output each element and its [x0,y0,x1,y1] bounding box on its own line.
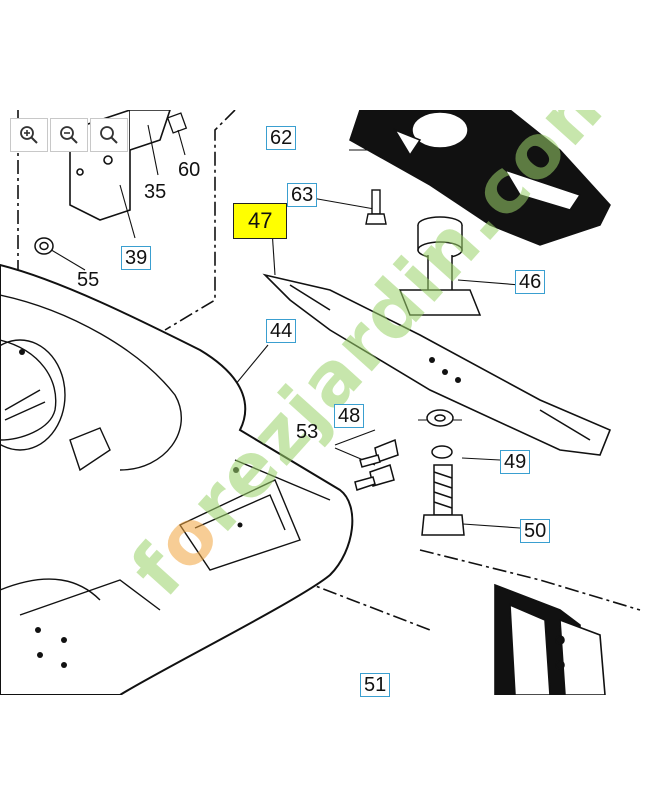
spring-washer-49 [431,445,453,459]
screws-53 [354,438,399,491]
dashed-frame-right [164,110,236,331]
blade-47 [262,273,612,456]
dashed-frame-bottom2 [419,549,641,611]
part-label-39: 39 [121,246,152,270]
part-label-49: 49 [500,450,531,474]
bolt-60 [166,112,188,134]
bolt-63 [365,189,387,225]
part-label-46: 46 [515,270,546,294]
part-51-plate [494,583,606,695]
deck-rim [0,339,57,441]
part-label-55: 55 [77,269,100,291]
zoom-reset-icon [100,126,118,144]
part-label-35: 35 [144,181,167,203]
part-label-48: 48 [334,404,365,428]
deck-chute [69,427,111,472]
part-label-51: 51 [360,673,391,697]
deck-outer [0,263,354,695]
part-label-63: 63 [287,183,318,207]
deck-motor-ring [0,339,66,451]
zoom-reset-button[interactable] [90,118,128,152]
zoom-in-icon [20,126,38,144]
part-label-47-highlighted: 47 [233,203,288,239]
deck-inner-curve [0,294,182,471]
part-label-44: 44 [266,319,297,343]
nut-55 [34,237,54,255]
zoom-in-button[interactable] [10,118,48,152]
part-label-50: 50 [520,519,551,543]
diagram-viewer[interactable]: forezjardin.com [0,110,652,695]
washer-48 [426,409,454,427]
part-label-62: 62 [266,126,297,150]
deck-vent [178,479,301,571]
part-label-60: 60 [178,159,201,181]
bracket-arm [129,110,171,151]
exploded-parts-drawing [0,110,641,695]
dashed-frame-bottom [299,579,431,631]
zoom-toolbar [10,118,128,152]
zoom-out-button[interactable] [50,118,88,152]
bolt-50 [421,464,465,536]
part-label-53: 53 [296,421,319,443]
zoom-out-icon [60,126,78,144]
blade-adapter-46 [398,216,482,316]
